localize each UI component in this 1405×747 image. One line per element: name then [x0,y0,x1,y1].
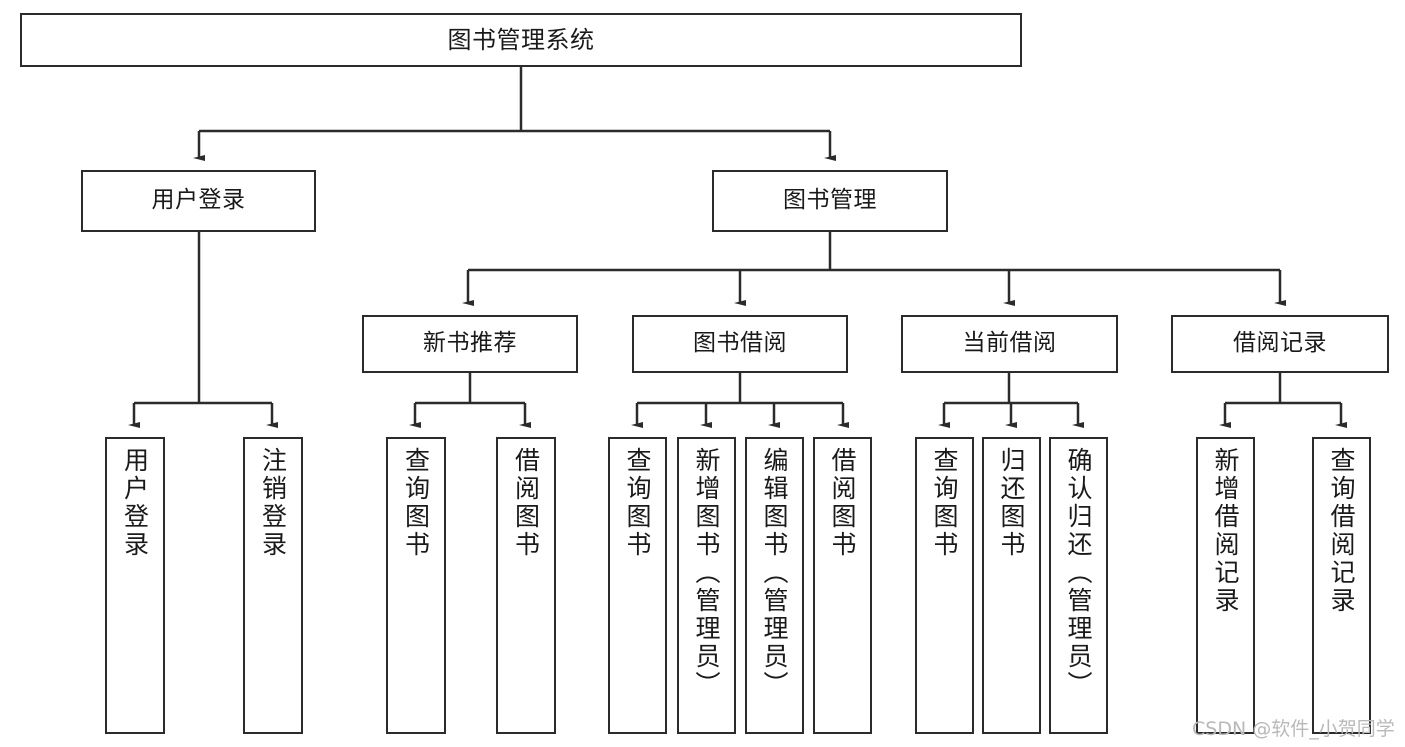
leaf-borrow-borrow-book[interactable]: 借阅图书 [813,437,872,734]
leaf-current-return-book[interactable]: 归还图书 [982,437,1041,734]
leaf-borrow-add-book-admin[interactable]: 新增图书（管理员） [677,437,736,734]
node-label: 新书推荐 [423,330,517,357]
node-label: 借阅图书 [511,447,541,559]
leaf-borrow-edit-book-admin[interactable]: 编辑图书（管理员） [745,437,804,734]
node-borrow-record[interactable]: 借阅记录 [1171,315,1389,373]
node-label: 新增图书（管理员） [692,447,721,699]
leaf-borrow-query-book[interactable]: 查询图书 [608,437,667,734]
node-label: 当前借阅 [962,330,1057,357]
node-label: 用户登录 [120,447,150,559]
node-book-borrow[interactable]: 图书借阅 [632,315,848,373]
node-label: 编辑图书（管理员） [760,447,789,699]
node-label: 查询图书 [623,447,652,559]
node-label: 归还图书 [997,447,1026,559]
node-label: 图书管理系统 [447,25,595,54]
leaf-current-query-book[interactable]: 查询图书 [915,437,974,734]
node-label: 借阅记录 [1233,330,1327,357]
node-label: 用户登录 [151,187,246,214]
node-label: 图书借阅 [693,330,787,357]
node-book-management[interactable]: 图书管理 [712,170,948,232]
leaf-user-logout[interactable]: 注销登录 [243,437,303,734]
leaf-user-login[interactable]: 用户登录 [105,437,165,734]
node-label: 查询借阅记录 [1327,447,1356,615]
node-user-login[interactable]: 用户登录 [81,170,316,232]
leaf-current-confirm-return-admin[interactable]: 确认归还（管理员） [1049,437,1108,734]
csdn-watermark: CSDN @软件_小贺同学 [1192,718,1395,740]
leaf-rec-query-book[interactable]: 查询图书 [386,437,446,734]
leaf-rec-borrow-book[interactable]: 借阅图书 [496,437,556,734]
node-label: 借阅图书 [828,447,857,559]
leaf-record-query-record[interactable]: 查询借阅记录 [1312,437,1371,734]
node-new-book-recommend[interactable]: 新书推荐 [362,315,578,373]
node-label: 查询图书 [930,447,959,559]
node-label: 注销登录 [258,447,288,559]
node-label: 确认归还（管理员） [1064,447,1093,699]
leaf-record-add-record[interactable]: 新增借阅记录 [1196,437,1255,734]
node-current-borrow[interactable]: 当前借阅 [901,315,1118,373]
node-label: 查询图书 [401,447,431,559]
node-root-system[interactable]: 图书管理系统 [20,13,1022,67]
node-label: 新增借阅记录 [1211,447,1240,615]
node-label: 图书管理 [783,187,877,214]
